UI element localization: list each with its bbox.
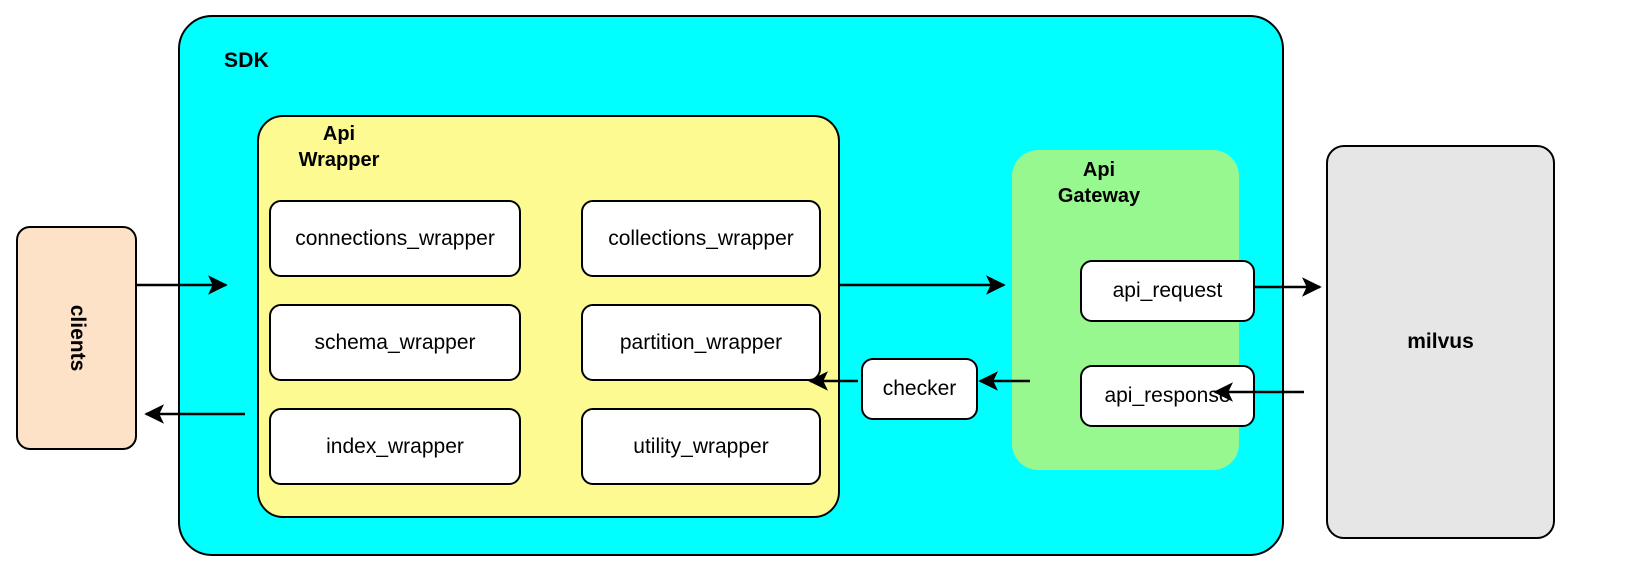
api-gateway-group[interactable]: Api Gateway api_request api_response — [1012, 150, 1255, 470]
api-response-node[interactable]: api_response — [1080, 365, 1255, 427]
clients-label: clients — [65, 304, 89, 372]
api-gateway-label: Api Gateway — [1024, 158, 1174, 209]
api-gateway-label-line1: Api — [1082, 159, 1116, 181]
api-wrapper-label-line2: Wrapper — [298, 148, 380, 171]
milvus-node[interactable]: milvus — [1326, 145, 1555, 539]
partition-wrapper-node[interactable]: partition_wrapper — [581, 304, 821, 381]
api-wrapper-group[interactable]: Api Wrapper connections_wrapper collecti… — [257, 115, 840, 518]
connections-wrapper-node[interactable]: connections_wrapper — [269, 200, 521, 277]
collections-wrapper-node[interactable]: collections_wrapper — [581, 200, 821, 277]
clients-node[interactable]: clients — [16, 226, 137, 450]
api-gateway-label-line2: Gateway — [1057, 184, 1141, 207]
api-wrapper-label: Api Wrapper — [269, 122, 409, 173]
api-request-node[interactable]: api_request — [1080, 260, 1255, 322]
utility-wrapper-node[interactable]: utility_wrapper — [581, 408, 821, 485]
checker-node[interactable]: checker — [861, 358, 978, 420]
api-wrapper-label-line1: Api — [322, 123, 356, 145]
schema-wrapper-node[interactable]: schema_wrapper — [269, 304, 521, 381]
sdk-label: SDK — [224, 49, 269, 72]
index-wrapper-node[interactable]: index_wrapper — [269, 408, 521, 485]
sdk-container[interactable]: SDK Api Wrapper connections_wrapper coll… — [178, 15, 1284, 556]
